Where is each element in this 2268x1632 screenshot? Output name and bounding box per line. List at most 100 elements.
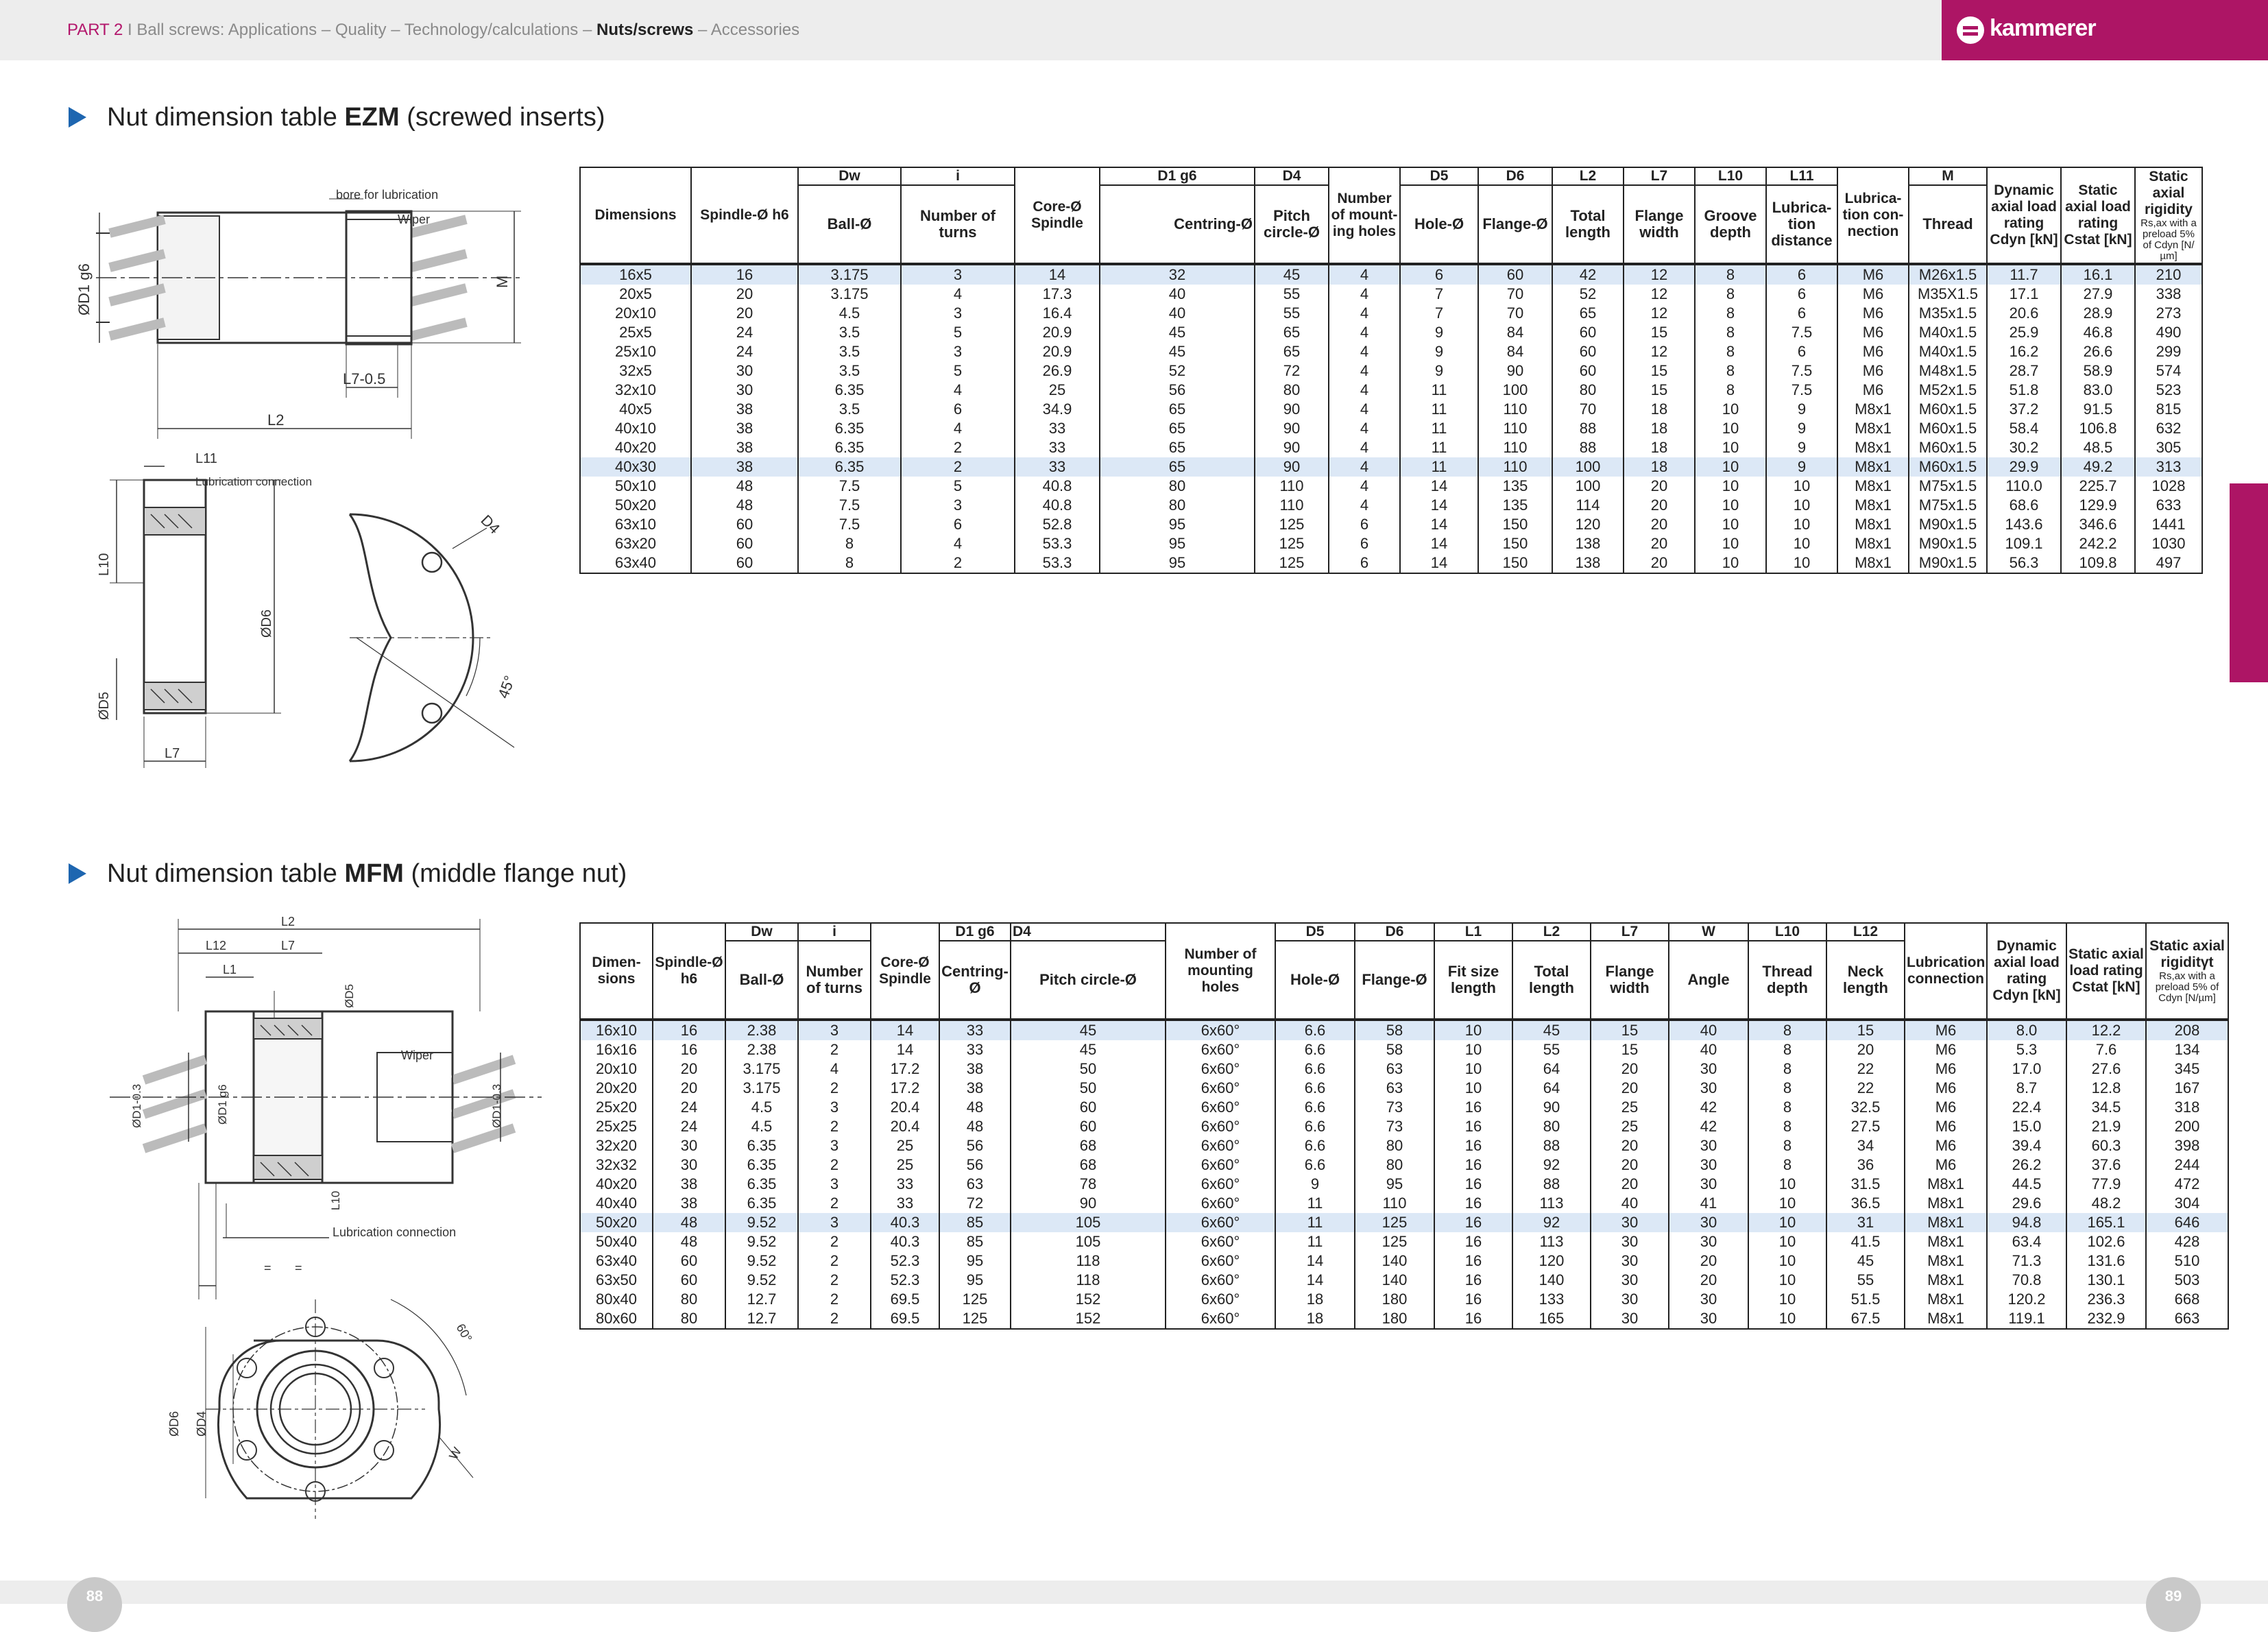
ezm-cell: 7.5 bbox=[1765, 381, 1838, 400]
breadcrumb-path[interactable]: Ball screws: Applications – Quality – Te… bbox=[136, 21, 596, 39]
breadcrumb-tail[interactable]: – Accessories bbox=[693, 21, 800, 39]
mfm-cell: 45 bbox=[1010, 1018, 1166, 1040]
ezm-cell: 28.7 bbox=[1986, 361, 2062, 381]
ezm-cell: M6 bbox=[1837, 304, 1909, 323]
label-d1-minus-right: ØD1-0.3 bbox=[490, 1084, 503, 1128]
ezm-cell: 65 bbox=[1254, 342, 1329, 361]
breadcrumb-current: Nuts/screws bbox=[596, 21, 694, 39]
ezm-col-pitch-circle: Pitch circle-Ø bbox=[1254, 185, 1329, 265]
label-l12: L12 bbox=[206, 939, 226, 952]
ezm-cell: M8x1 bbox=[1837, 534, 1909, 553]
mfm-col-centring: Centring-Ø bbox=[939, 941, 1011, 1020]
ezm-col-turns: Number of turns bbox=[900, 185, 1015, 265]
ezm-cell: 242.2 bbox=[2060, 534, 2136, 553]
ezm-cell: 10 bbox=[1694, 438, 1767, 457]
ezm-cell: 10 bbox=[1694, 515, 1767, 534]
mfm-cell: 16 bbox=[1434, 1213, 1513, 1232]
mfm-cell: 18 bbox=[1275, 1290, 1355, 1309]
ezm-cell: M26x1.5 bbox=[1908, 263, 1988, 285]
ezm-cell: 135 bbox=[1477, 496, 1553, 515]
mfm-cell: 30 bbox=[652, 1136, 726, 1155]
ezm-cell: 2 bbox=[900, 438, 1015, 457]
mfm-cell: 6x60° bbox=[1165, 1098, 1276, 1117]
mfm-col-fit-size: Fit size length bbox=[1434, 941, 1513, 1020]
mfm-cell: 2 bbox=[797, 1079, 871, 1098]
ezm-cell: 60 bbox=[690, 515, 799, 534]
ezm-sym-d6: D6 bbox=[1477, 167, 1553, 186]
ezm-cell: 4 bbox=[900, 285, 1015, 304]
mfm-cell: 6.6 bbox=[1275, 1098, 1355, 1117]
mfm-cell: 30 bbox=[1590, 1251, 1669, 1271]
ezm-cell: 6 bbox=[1328, 515, 1401, 534]
mfm-cell: 16 bbox=[1434, 1175, 1513, 1194]
mfm-cell: 45 bbox=[1512, 1018, 1591, 1040]
mfm-col-dynamic-load: Dynamic axial load rating Cdyn [kN] bbox=[1986, 922, 2067, 1020]
mfm-cell: 38 bbox=[652, 1194, 726, 1213]
mfm-cell: 16 bbox=[1434, 1290, 1513, 1309]
mfm-cell: 63x40 bbox=[579, 1251, 653, 1271]
mfm-cell: 20 bbox=[1826, 1040, 1905, 1059]
ezm-col-dynamic-load: Dynamic axial load rating Cdyn [kN] bbox=[1986, 167, 2062, 265]
mfm-cell: 26.2 bbox=[1986, 1155, 2067, 1175]
ezm-cell: 135 bbox=[1477, 477, 1553, 496]
mfm-cell: 44.5 bbox=[1986, 1175, 2067, 1194]
ezm-cell: 38 bbox=[690, 400, 799, 419]
ezm-cell: 30 bbox=[690, 381, 799, 400]
mfm-cell: 105 bbox=[1010, 1213, 1166, 1232]
ezm-cell: 48 bbox=[690, 477, 799, 496]
mfm-cell: 131.6 bbox=[2066, 1251, 2147, 1271]
ezm-cell: 20x5 bbox=[579, 285, 692, 304]
ezm-cell: 4 bbox=[1328, 400, 1401, 419]
ezm-cell: 6 bbox=[1765, 285, 1838, 304]
ezm-cell: 38 bbox=[690, 438, 799, 457]
mfm-cell: 6x60° bbox=[1165, 1059, 1276, 1079]
label-d5: ØD5 bbox=[97, 692, 112, 720]
ezm-cell: 55 bbox=[1254, 285, 1329, 304]
mfm-cell: 663 bbox=[2145, 1309, 2229, 1330]
ezm-cell: 26.9 bbox=[1014, 361, 1100, 381]
ezm-cell: 80 bbox=[1099, 477, 1255, 496]
ezm-cell: 10 bbox=[1765, 534, 1838, 553]
mfm-cell: 20 bbox=[1590, 1059, 1669, 1079]
ezm-col-lub-connection: Lubrica-tion con-nection bbox=[1837, 167, 1909, 265]
ezm-dimension-table: Dimensions Spindle-Ø h6 Dw i Core-Ø Spin… bbox=[579, 167, 2203, 574]
mfm-cell: 95 bbox=[939, 1271, 1011, 1290]
ezm-cell: 90 bbox=[1254, 400, 1329, 419]
brand-logo: kammerer bbox=[1942, 0, 2268, 60]
ezm-cell: 18 bbox=[1623, 419, 1696, 438]
mfm-cell: 6x60° bbox=[1165, 1271, 1276, 1290]
ezm-col-lub-distance: Lubrica-tion distance bbox=[1765, 185, 1838, 265]
breadcrumb-part[interactable]: PART 2 bbox=[67, 21, 123, 39]
mfm-cell: 40x40 bbox=[579, 1194, 653, 1213]
ezm-cell: 4 bbox=[1328, 361, 1401, 381]
ezm-cell: 3 bbox=[900, 304, 1015, 323]
ezm-cell: 8 bbox=[1694, 361, 1767, 381]
mfm-cell: 32.5 bbox=[1826, 1098, 1905, 1117]
ezm-cell: 109.1 bbox=[1986, 534, 2062, 553]
ezm-cell: 40 bbox=[1099, 285, 1255, 304]
ezm-cell: 14 bbox=[1399, 496, 1479, 515]
mfm-cell: 3 bbox=[797, 1136, 871, 1155]
mfm-cell: 60 bbox=[652, 1251, 726, 1271]
ezm-cell: 299 bbox=[2134, 342, 2203, 361]
mfm-cell: 55 bbox=[1826, 1271, 1905, 1290]
mfm-cell: 8 bbox=[1748, 1040, 1827, 1059]
mfm-cell: 36 bbox=[1826, 1155, 1905, 1175]
ezm-cell: M90x1.5 bbox=[1908, 534, 1988, 553]
ezm-cell: 6.35 bbox=[797, 419, 902, 438]
ezm-cell: 8 bbox=[1694, 304, 1767, 323]
label-d6: ØD6 bbox=[259, 610, 274, 638]
ezm-cell: 63x20 bbox=[579, 534, 692, 553]
ezm-cell: 138 bbox=[1552, 534, 1624, 553]
ezm-cell: M6 bbox=[1837, 285, 1909, 304]
ezm-cell: 9 bbox=[1765, 419, 1838, 438]
ezm-cell: 20 bbox=[1623, 477, 1696, 496]
mfm-cell: 22.4 bbox=[1986, 1098, 2067, 1117]
ezm-cell: 3 bbox=[900, 496, 1015, 515]
mfm-cell: 38 bbox=[939, 1079, 1011, 1098]
ezm-cell: 65 bbox=[1552, 304, 1624, 323]
